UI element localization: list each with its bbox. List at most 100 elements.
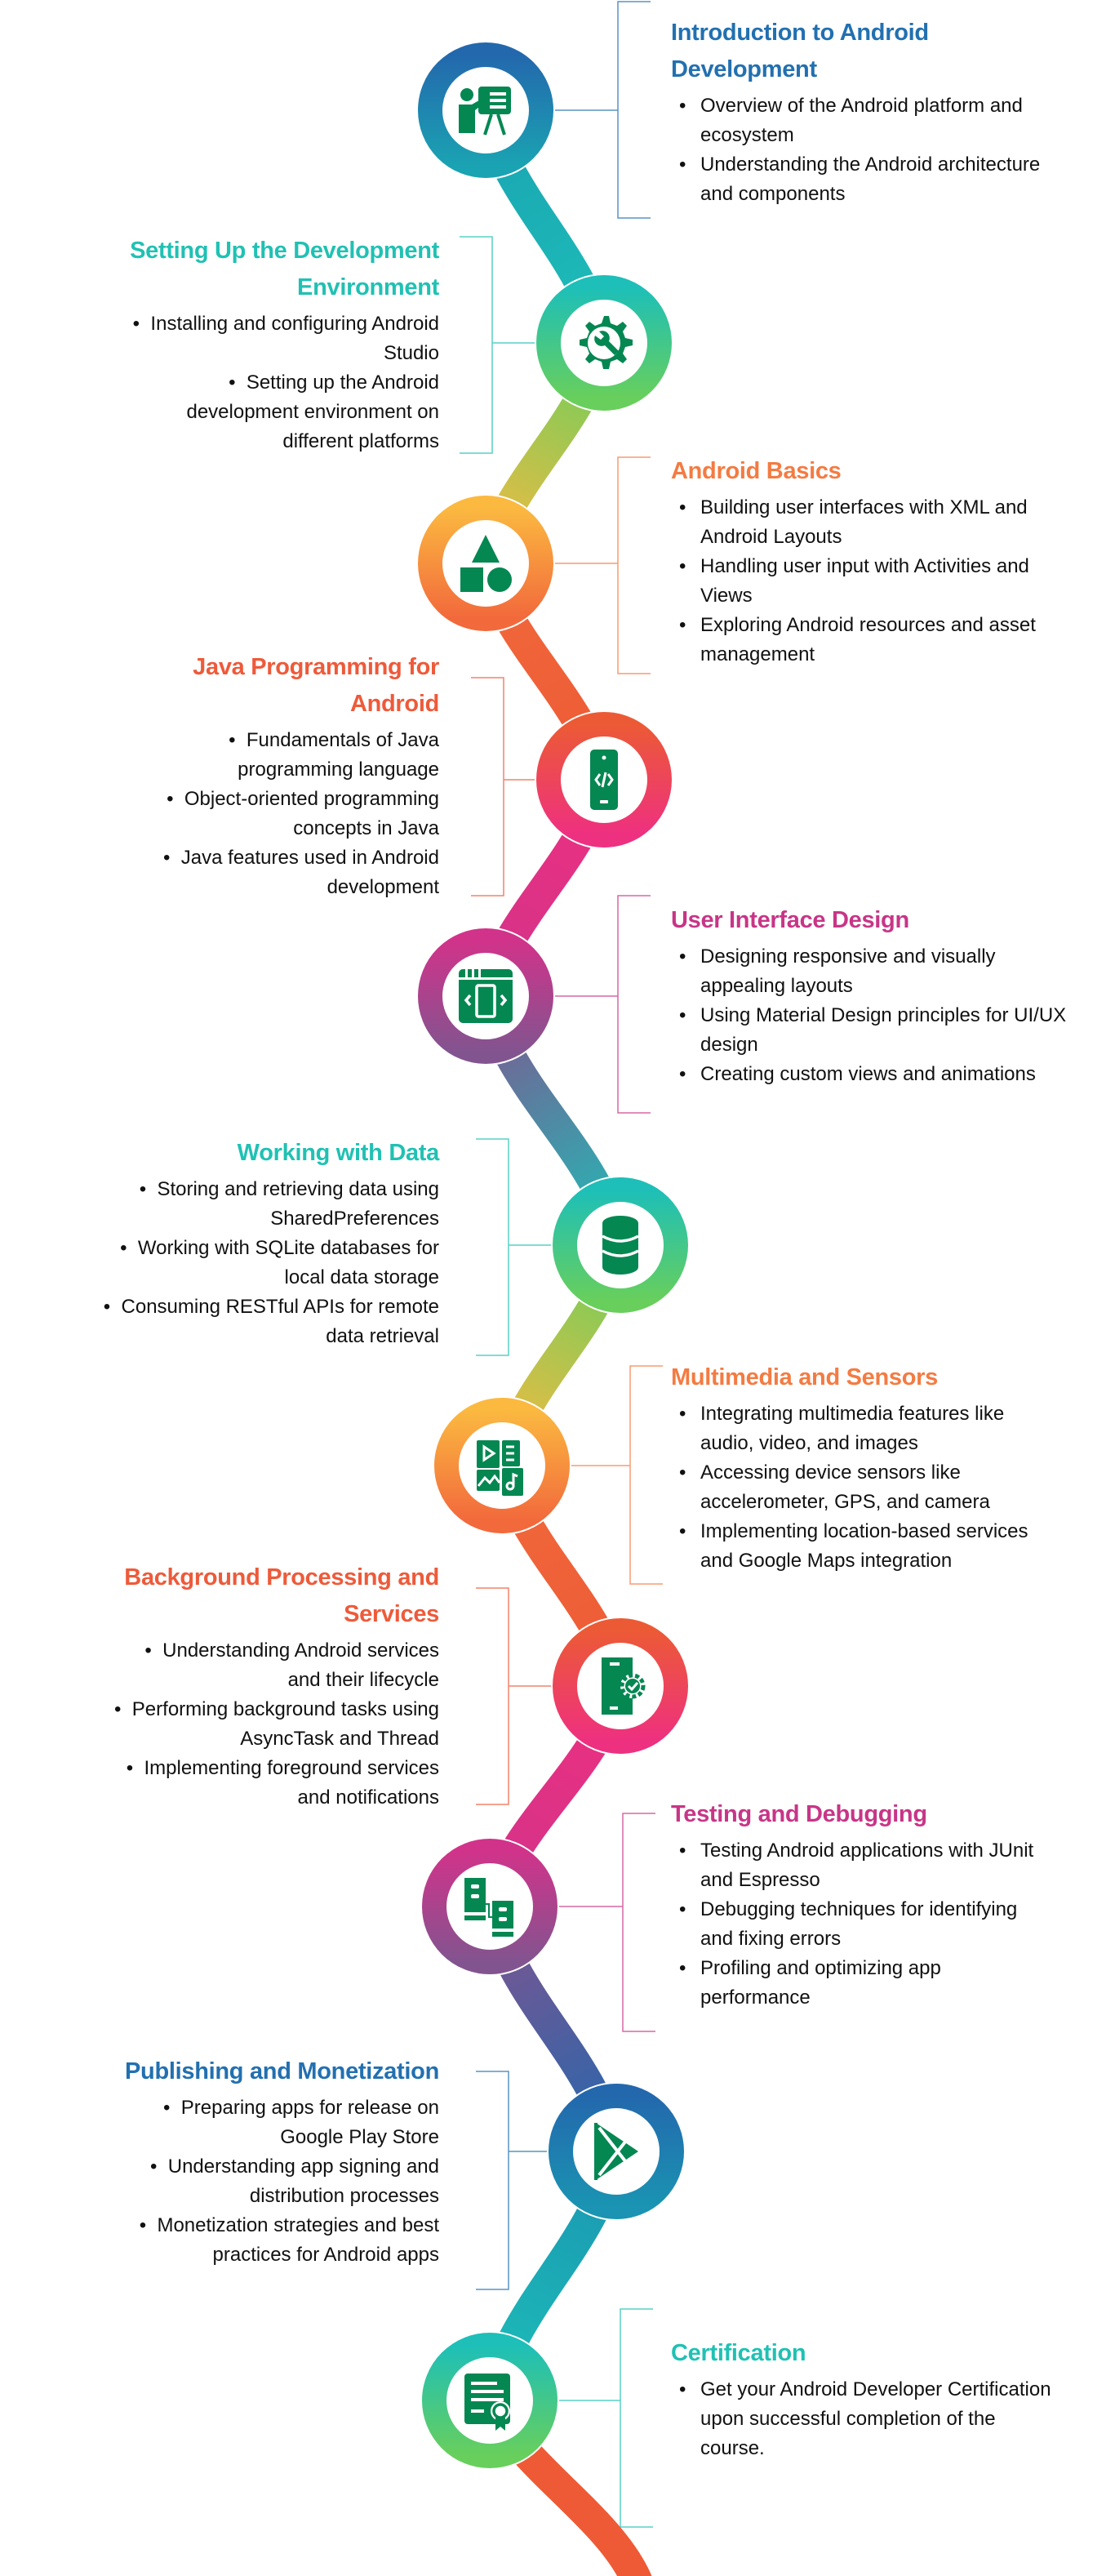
- step-title: Multimedia and Sensors: [671, 1359, 1095, 1396]
- step-bullet: Creating custom views and animations: [671, 1060, 1095, 1089]
- step-block-5: User Interface DesignDesigning responsiv…: [671, 902, 1095, 1089]
- step-bullet: Debugging techniques for identifyingand …: [671, 1895, 1095, 1954]
- step-block-9: Testing and DebuggingTesting Android app…: [671, 1796, 1095, 2013]
- step-bullet: Understanding the Android architecturean…: [671, 150, 1095, 209]
- step-bullet: Testing Android applications with JUnita…: [671, 1836, 1095, 1895]
- step-block-2: Setting Up the DevelopmentEnvironmentIns…: [49, 233, 439, 456]
- step-title: Certification: [671, 2335, 1095, 2372]
- step-bullets: Integrating multimedia features likeaudi…: [671, 1399, 1095, 1576]
- bracket-line: [460, 236, 536, 454]
- play-store-icon: [580, 2115, 653, 2188]
- bracket-line: [553, 895, 651, 1114]
- step-bullet: Designing responsive and visuallyappeali…: [671, 942, 1095, 1001]
- step-bullet: Using Material Design principles for UI/…: [671, 1001, 1095, 1060]
- step-bullet: Exploring Android resources and assetman…: [671, 611, 1095, 670]
- step-title-line: Android Basics: [671, 458, 842, 484]
- step-bullets: Get your Android Developer Certification…: [671, 2375, 1095, 2463]
- step-block-6: Working with DataStoring and retrieving …: [49, 1135, 440, 1351]
- bracket-line: [558, 1813, 655, 2032]
- step-title-line: Android: [349, 691, 439, 717]
- step-bullet: Overview of the Android platform andecos…: [671, 91, 1095, 150]
- step-ring-7: [434, 1398, 570, 1533]
- step-title-line: Introduction to Android: [671, 20, 929, 46]
- database-icon: [584, 1208, 657, 1282]
- step-bullets: Overview of the Android platform andecos…: [671, 91, 1095, 209]
- step-bullets: Storing and retrieving data usingSharedP…: [49, 1175, 439, 1351]
- step-bullet: Monetization strategies and bestpractice…: [49, 2211, 439, 2270]
- flow-blocks-icon: [453, 1870, 526, 1943]
- step-block-1: Introduction to AndroidDevelopmentOvervi…: [671, 15, 1095, 209]
- step-block-7: Multimedia and SensorsIntegrating multim…: [671, 1359, 1095, 1576]
- step-block-11: CertificationGet your Android Developer …: [671, 2335, 1095, 2463]
- bracket-line: [570, 1365, 663, 1585]
- step-title: Android Basics: [671, 453, 1095, 490]
- multimedia-icon: [465, 1429, 539, 1502]
- step-bullet: Implementing location-based servicesand …: [671, 1517, 1095, 1576]
- step-block-10: Publishing and MonetizationPreparing app…: [49, 2053, 439, 2270]
- step-bullets: Designing responsive and visuallyappeali…: [671, 942, 1095, 1089]
- step-title: User Interface Design: [671, 902, 1095, 939]
- step-bullet: Handling user input with Activities andV…: [671, 552, 1095, 611]
- step-title-line: Working with Data: [237, 1140, 440, 1166]
- bracket-line: [476, 1138, 553, 1356]
- step-block-4: Java Programming forAndroidFundamentals …: [82, 649, 440, 902]
- step-bullet: Building user interfaces with XML andAnd…: [671, 493, 1095, 552]
- step-bullet: Performing background tasks usingAsyncTa…: [49, 1695, 439, 1754]
- bracket-line: [476, 1587, 553, 1805]
- step-title-line: Development: [671, 56, 817, 82]
- step-title-line: Services: [344, 1601, 439, 1627]
- bracket-line: [553, 1, 651, 219]
- responsive-window-icon: [449, 959, 522, 1033]
- step-block-3: Android BasicsBuilding user interfaces w…: [671, 453, 1095, 670]
- step-bullets: Testing Android applications with JUnita…: [671, 1836, 1095, 2013]
- shapes-icon: [449, 527, 522, 600]
- certificate-icon: [453, 2364, 526, 2437]
- mobile-settings-check-icon: [584, 1649, 657, 1723]
- step-title: Working with Data: [49, 1135, 440, 1172]
- step-title-line: Java Programming for: [193, 654, 439, 680]
- presentation-icon: [449, 73, 522, 147]
- bracket-line: [553, 456, 651, 674]
- step-ring-3: [418, 496, 553, 631]
- gear-wrench-icon: [567, 306, 641, 380]
- step-bullet: Understanding app signing anddistributio…: [49, 2152, 439, 2211]
- step-title-line: Testing and Debugging: [671, 1801, 927, 1827]
- step-bullet: Integrating multimedia features likeaudi…: [671, 1399, 1095, 1458]
- step-bullet: Accessing device sensors likeacceleromet…: [671, 1458, 1095, 1517]
- step-title-line: Multimedia and Sensors: [671, 1364, 938, 1390]
- step-bullet: Storing and retrieving data usingSharedP…: [49, 1175, 439, 1234]
- step-title-line: Setting Up the Development: [130, 238, 439, 264]
- step-block-8: Background Processing andServicesUnderst…: [49, 1559, 439, 1813]
- bracket-line: [476, 2071, 549, 2290]
- step-title-line: Publishing and Monetization: [125, 2058, 439, 2084]
- bracket-line: [471, 677, 536, 896]
- step-title-line: Certification: [671, 2340, 806, 2366]
- step-title-line: Environment: [297, 274, 439, 300]
- step-title: Publishing and Monetization: [49, 2053, 439, 2090]
- step-title-line: User Interface Design: [671, 907, 909, 933]
- step-bullets: Building user interfaces with XML andAnd…: [671, 493, 1095, 670]
- step-title-line: Background Processing and: [124, 1564, 439, 1591]
- step-title: Testing and Debugging: [671, 1796, 1095, 1833]
- step-bullets: Installing and configuring AndroidStudio…: [49, 309, 439, 456]
- bracket-line: [558, 2308, 653, 2528]
- step-bullet: Get your Android Developer Certification…: [671, 2375, 1095, 2463]
